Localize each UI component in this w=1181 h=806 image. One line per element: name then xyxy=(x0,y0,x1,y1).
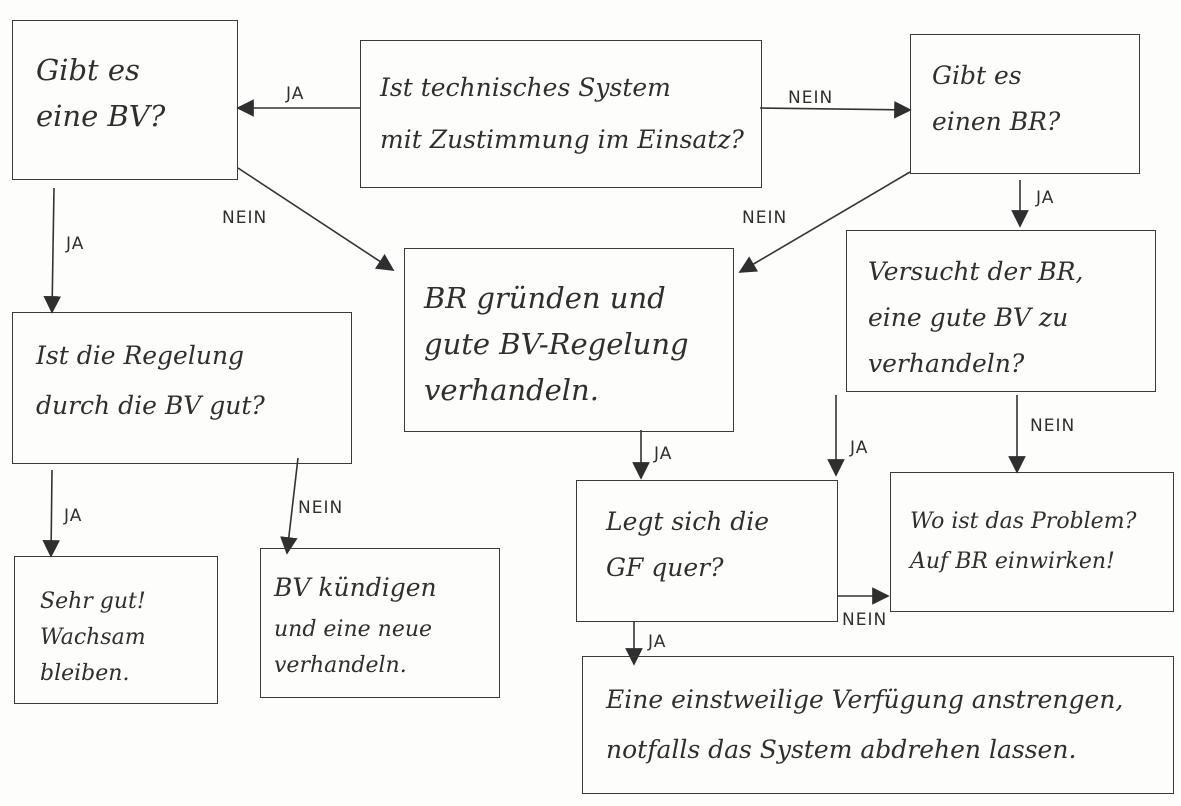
text-verfuegung-line1: Eine einstweilige Verfügung anstrengen, xyxy=(606,685,1124,714)
text-brgruenden-line1: BR gründen und xyxy=(424,281,666,315)
label-nein-br-brgruenden: NEIN xyxy=(742,208,788,228)
label-ja-br-versucht: JA xyxy=(1036,188,1055,208)
edge-regelung-to-sehrgut xyxy=(42,469,60,558)
edge-br-to-brgruenden xyxy=(738,171,911,273)
text-kuendigen-line2: und eine neue xyxy=(274,617,433,642)
box-bv-question xyxy=(12,20,238,180)
box-br-versucht-question xyxy=(846,230,1156,392)
edge-system-to-br xyxy=(759,100,912,119)
text-regelung-line2: durch die BV gut? xyxy=(36,391,265,420)
box-br-question xyxy=(910,34,1140,174)
text-problem-line2: Auf BR einwirken! xyxy=(910,549,1115,574)
box-bv-kuendigen xyxy=(260,548,500,698)
box-verfuegung xyxy=(582,656,1174,794)
box-problem xyxy=(890,472,1174,612)
text-system-line1: Ist technisches System xyxy=(380,73,671,102)
label-ja-versucht-gf: JA xyxy=(850,438,869,458)
text-versucht-line2: eine gute BV zu xyxy=(868,303,1069,332)
text-brgruenden-line2: gute BV-Regelung xyxy=(424,327,689,361)
edge-bv-to-regelung xyxy=(43,187,62,314)
text-kuendigen-line1: BV kündigen xyxy=(274,573,437,602)
label-nein-bv-brgruenden: NEIN xyxy=(222,208,268,228)
text-gf-line1: Legt sich die xyxy=(606,507,770,536)
label-ja-gf-verfuegung: JA xyxy=(648,632,667,652)
label-ja-brgruenden-gf: JA xyxy=(654,444,673,464)
text-sehrgut-line3: bleiben. xyxy=(40,661,130,686)
box-sehr-gut xyxy=(14,556,218,704)
text-gf-line2: GF quer? xyxy=(606,553,724,582)
text-verfuegung-line2: notfalls das System abdrehen lassen. xyxy=(606,735,1077,764)
text-system-line2: mit Zustimmung im Einsatz? xyxy=(380,125,744,154)
text-sehrgut-line1: Sehr gut! xyxy=(40,589,146,614)
box-system-question xyxy=(360,40,762,188)
text-versucht-line3: verhandeln? xyxy=(868,349,1025,378)
label-ja-bv-regelung: JA xyxy=(66,234,85,254)
box-br-gruenden xyxy=(404,248,734,432)
label-nein-versucht-problem: NEIN xyxy=(1030,416,1076,436)
text-regelung-line1: Ist die Regelung xyxy=(36,341,245,370)
box-gf-question xyxy=(576,480,838,622)
text-br-line1: Gibt es xyxy=(932,61,1022,90)
label-ja-regelung-sehrgut: JA xyxy=(64,506,83,526)
box-regelung-question xyxy=(12,312,352,464)
label-nein-regelung-kuendigen: NEIN xyxy=(298,498,344,518)
text-versucht-line1: Versucht der BR, xyxy=(868,257,1084,286)
label-nein-gf-problem: NEIN xyxy=(842,610,888,630)
edge-bv-to-brgruenden xyxy=(237,167,395,271)
label-nein-system-br: NEIN xyxy=(788,88,834,108)
text-sehrgut-line2: Wachsam xyxy=(40,625,146,650)
label-ja-system-bv: JA xyxy=(286,84,305,104)
text-brgruenden-line3: verhandeln. xyxy=(424,373,599,407)
text-bv-line1: Gibt es xyxy=(36,53,140,87)
text-kuendigen-line3: verhandeln. xyxy=(274,653,407,678)
edge-regelung-to-kuendigen xyxy=(280,457,299,555)
text-br-line2: einen BR? xyxy=(932,107,1061,136)
text-problem-line1: Wo ist das Problem? xyxy=(910,509,1137,534)
text-bv-line2: eine BV? xyxy=(36,99,166,133)
